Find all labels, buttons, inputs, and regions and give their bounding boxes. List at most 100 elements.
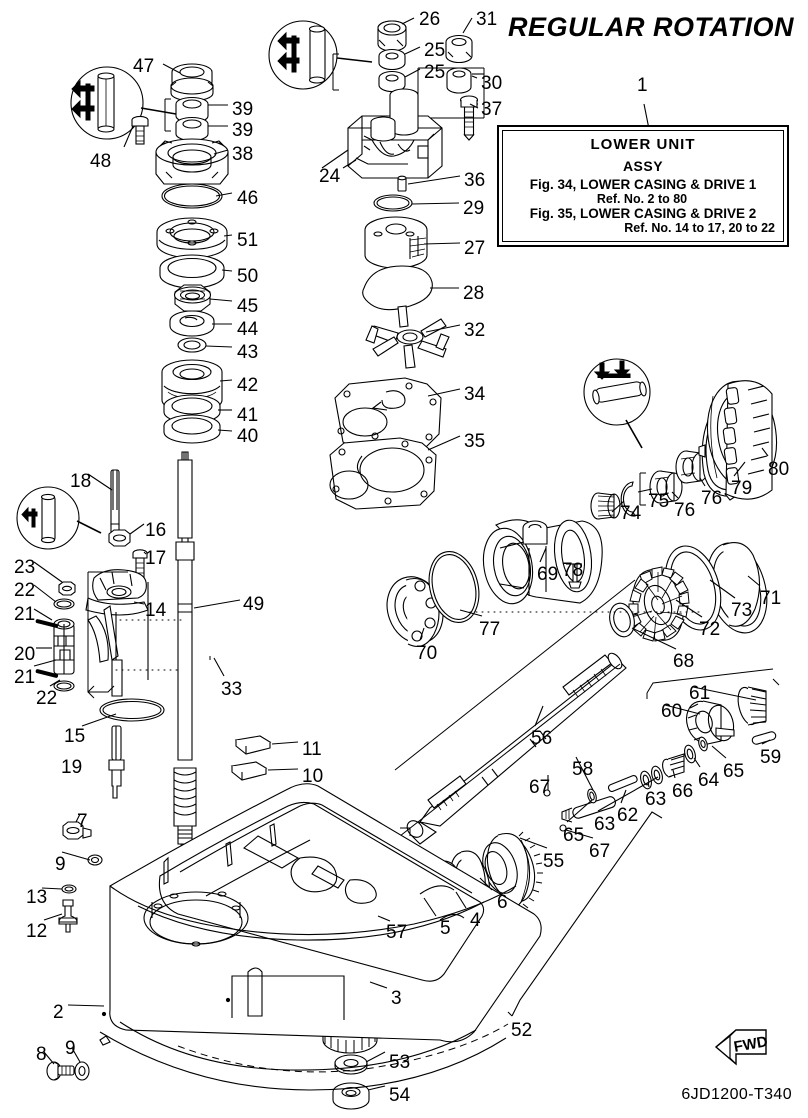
assy-subtitle-line: ASSY <box>622 158 664 174</box>
callout-number-65: 65 <box>723 761 745 782</box>
callout-number-37: 37 <box>481 99 503 120</box>
callout-number-38: 38 <box>232 144 254 165</box>
callout-number-61: 61 <box>689 683 711 704</box>
callout-number-36: 36 <box>464 170 486 191</box>
part-12-grease-nipple <box>58 899 78 933</box>
callout-number-70: 70 <box>416 643 438 664</box>
callout-number-24: 24 <box>319 166 341 187</box>
callout-number-79: 79 <box>731 478 753 499</box>
part-27-impeller-housing <box>364 216 428 269</box>
callout-number-76: 76 <box>701 488 723 509</box>
part-68-thrust-washer <box>609 602 635 638</box>
callout-number-8: 8 <box>36 1044 47 1065</box>
callout-number-56: 56 <box>531 728 553 749</box>
part-22-o-ring-a <box>53 598 75 610</box>
callout-number-21: 21 <box>14 604 36 625</box>
callout-number-27: 27 <box>464 238 486 259</box>
part-74-bearing <box>590 492 621 520</box>
part-50-ring <box>159 254 225 289</box>
callout-number-29: 29 <box>463 198 485 219</box>
part-14-shift-rod-lever <box>85 569 149 697</box>
part-39-bearing-lower <box>175 116 209 142</box>
callout-number-26: 26 <box>419 9 441 30</box>
callout-number-57: 57 <box>386 922 408 943</box>
part-17-bolt <box>132 549 148 581</box>
callout-number-10: 10 <box>302 766 324 787</box>
part-46-o-ring <box>161 183 223 209</box>
callout-number-25: 25 <box>424 62 446 83</box>
part-8-bolt <box>46 1061 75 1081</box>
callout-number-30: 30 <box>481 73 503 94</box>
callout-number-11: 11 <box>302 739 322 760</box>
callout-number-13: 13 <box>26 887 48 908</box>
part-7-drain-screw <box>62 821 92 840</box>
part-69-bearing-housing <box>482 519 603 605</box>
callout-number-25: 25 <box>424 40 446 61</box>
callout-number-42: 42 <box>237 375 259 396</box>
callout-number-75: 75 <box>648 491 670 512</box>
part-55-reverse-gear <box>482 831 543 909</box>
callout-number-49: 49 <box>243 594 265 615</box>
callout-number-3: 3 <box>391 988 402 1009</box>
part-43-o-ring <box>177 337 207 353</box>
callout-number-80: 80 <box>768 459 790 480</box>
callout-number-45: 45 <box>237 296 259 317</box>
callout-number-71: 71 <box>760 588 782 609</box>
callout-number-59: 59 <box>760 747 782 768</box>
part-29-o-ring <box>373 194 413 212</box>
callout-number-18: 18 <box>70 471 92 492</box>
callout-number-40: 40 <box>237 426 259 447</box>
part-23-nut <box>58 581 76 596</box>
callout-number-19: 19 <box>61 757 83 778</box>
part-30-collar <box>446 67 472 94</box>
callout-number-20: 20 <box>14 644 36 665</box>
part-38-bearing-housing <box>155 138 229 185</box>
assy-fig34-line: Fig. 34, LOWER CASING & DRIVE 1 <box>529 177 757 192</box>
part-71-outer-ring <box>706 542 768 634</box>
callout-number-21: 21 <box>14 667 36 688</box>
callout-number-67: 67 <box>589 841 611 862</box>
part-25-bearing-upper <box>378 48 406 71</box>
callout-number-39: 39 <box>232 120 254 141</box>
part-21-pin-b <box>35 669 59 678</box>
part-32-impeller <box>365 305 450 369</box>
part-13-o-ring <box>61 884 77 894</box>
callout-number-9: 9 <box>65 1038 76 1059</box>
part-53-washer <box>334 1054 368 1075</box>
callout-number-16: 16 <box>145 520 167 541</box>
assembly-reference-box: LOWER UNIT ASSY Fig. 34, LOWER CASING & … <box>497 125 789 247</box>
part-19-shift-rod-lower <box>108 725 125 799</box>
part-22-o-ring-b <box>53 680 75 692</box>
callout-number-22: 22 <box>14 580 36 601</box>
callout-number-58: 58 <box>572 759 594 780</box>
part-47-seal-housing <box>170 63 214 102</box>
callout-number-4: 4 <box>470 910 481 931</box>
callout-leader-lines <box>33 17 771 1091</box>
callout-number-54: 54 <box>389 1085 411 1106</box>
part-40-shim <box>163 414 221 444</box>
part-78-dowel-pin <box>568 563 582 589</box>
callout-number-44: 44 <box>237 319 259 340</box>
callout-number-6: 6 <box>497 892 508 913</box>
assy-fig35-ref: Ref. No. 14 to 17, 20 to 22 <box>624 221 775 235</box>
part-51-bearing-carrier <box>156 217 228 259</box>
part-65-washer-b <box>698 736 708 752</box>
callout-number-78: 78 <box>562 560 584 581</box>
assy-fig35-line: Fig. 35, LOWER CASING & DRIVE 2 <box>529 206 757 221</box>
part-9-washer-a <box>87 854 103 866</box>
grease-detail-inset-top-left <box>70 66 177 140</box>
part-45-nut <box>173 284 212 312</box>
part-67-ball-a <box>543 789 551 797</box>
part-24-water-pump-housing <box>347 88 443 179</box>
callout-number-34: 34 <box>464 384 486 405</box>
assy-fig34-ref: Ref. No. 2 to 80 <box>596 192 688 206</box>
group-bracket-52 <box>507 811 663 1017</box>
callout-number-14: 14 <box>145 600 167 621</box>
callout-number-64: 64 <box>698 770 720 791</box>
callout-number-67: 67 <box>529 777 551 798</box>
part-75-snap-ring <box>620 481 636 517</box>
part-15-o-ring <box>99 698 165 722</box>
callout-number-53: 53 <box>389 1052 411 1073</box>
callout-number-41: 41 <box>237 405 259 426</box>
